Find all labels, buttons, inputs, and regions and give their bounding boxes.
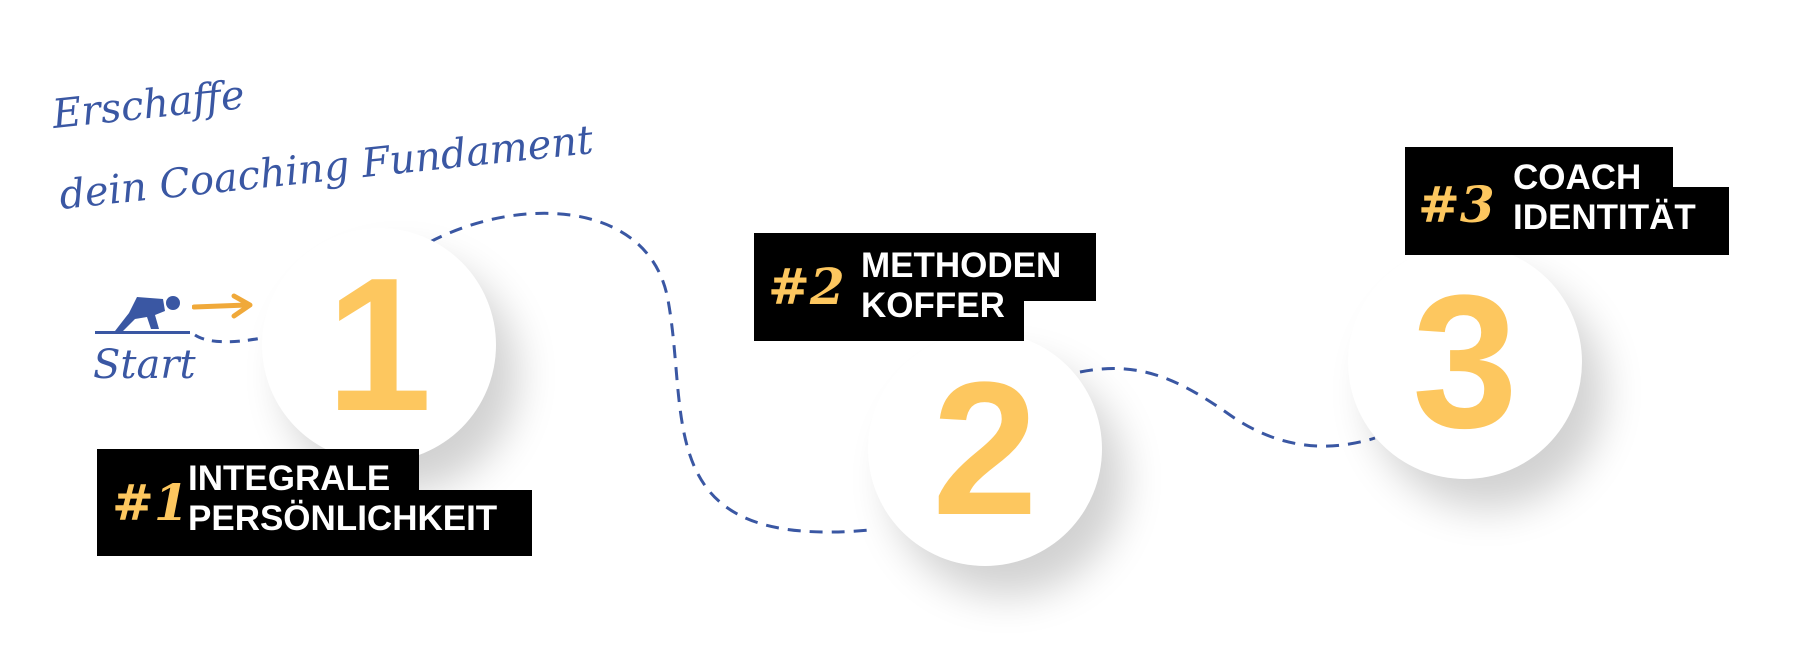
step-3-number: 3 xyxy=(1412,256,1518,468)
step-1-hash: #1 xyxy=(112,473,189,532)
step-1-label-lower xyxy=(97,490,532,556)
step-2-title-line-1: METHODEN xyxy=(861,246,1062,285)
step-1-circle: 1 xyxy=(262,228,496,462)
step-1-title-line-2: PERSÖNLICHKEIT xyxy=(188,499,498,538)
step-3-title-line-2: IDENTITÄT xyxy=(1513,198,1696,237)
step-2-hash: #2 xyxy=(768,257,845,316)
step-2-circle: 2 xyxy=(868,332,1102,566)
step-3-title-line-1: COACH xyxy=(1513,158,1642,197)
step-1-title-line-1: INTEGRALE xyxy=(188,459,391,498)
step-2-number: 2 xyxy=(932,343,1038,555)
arrow-right-icon xyxy=(192,293,253,319)
step-1-number: 1 xyxy=(326,239,432,451)
step-3-label xyxy=(1405,147,1673,187)
step-2-label-lower xyxy=(754,301,1024,341)
step-2-title-line-2: KOFFER xyxy=(861,286,1005,325)
step-3-label-lower xyxy=(1405,187,1729,255)
runner-icon xyxy=(95,296,190,334)
step-3-circle: 3 xyxy=(1348,245,1582,479)
step-1-label xyxy=(97,449,419,490)
step-2-label xyxy=(754,233,1096,301)
step-3-hash: #3 xyxy=(1418,175,1495,234)
start-label: Start xyxy=(93,342,196,388)
